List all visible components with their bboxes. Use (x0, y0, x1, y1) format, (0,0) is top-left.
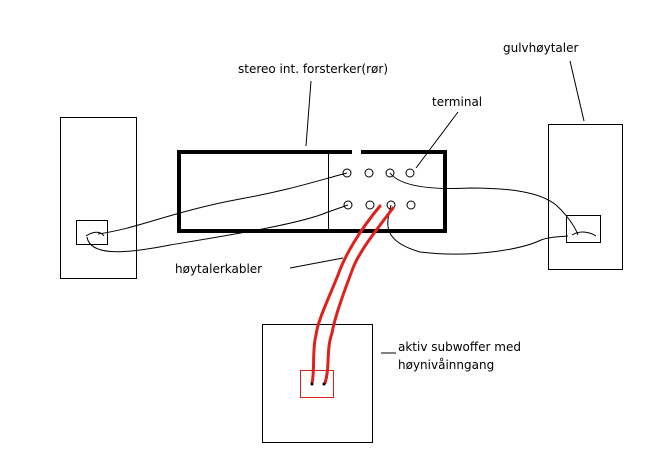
left-speaker-box (60, 117, 137, 279)
subwoofer-box (262, 324, 373, 443)
cable-right-upper (389, 172, 579, 236)
floor-speaker-label: gulvhøytaler (503, 41, 579, 55)
terminal-post (405, 168, 415, 178)
speaker-cables-label: høytalerkabler (175, 262, 263, 276)
sub-input-dot (310, 382, 314, 386)
terminal-post (364, 168, 374, 178)
right-terminal-leads (571, 231, 597, 237)
amplifier-vent (352, 150, 361, 155)
pointer-speaker-cables (289, 257, 344, 269)
right-speaker-terminal-box (566, 215, 601, 243)
terminal-post (343, 200, 353, 210)
cable-left-upper (97, 172, 348, 235)
terminal-post (406, 200, 416, 210)
pointer-amplifier (305, 80, 312, 147)
terminal-post (365, 200, 375, 210)
subwoofer-label-line2: høynivåinngang (398, 358, 495, 372)
cable-right-lower (387, 204, 569, 255)
terminal-post (342, 168, 352, 178)
cable-left-lower (86, 204, 349, 253)
left-terminal-leads (85, 231, 105, 237)
subwoofer-signal-cables (310, 204, 395, 385)
amplifier-label: stereo int. forsterker(rør) (238, 62, 389, 76)
subwoofer-label-line1: aktiv subwoffer med (398, 340, 521, 354)
pointer-terminal (415, 111, 459, 169)
right-speaker-box (548, 124, 623, 270)
terminal-label: terminal (432, 95, 483, 109)
label-pointers (289, 60, 585, 354)
pointer-floor-speaker (569, 60, 585, 122)
amplifier-box (177, 150, 447, 233)
subwoofer-input-box (300, 370, 334, 398)
speaker-cables (85, 172, 597, 255)
red-cable-2 (323, 206, 395, 385)
terminal-post (385, 168, 395, 178)
amplifier-terminals (342, 168, 416, 210)
sub-input-dot (322, 382, 326, 386)
red-cable-1 (310, 204, 382, 385)
